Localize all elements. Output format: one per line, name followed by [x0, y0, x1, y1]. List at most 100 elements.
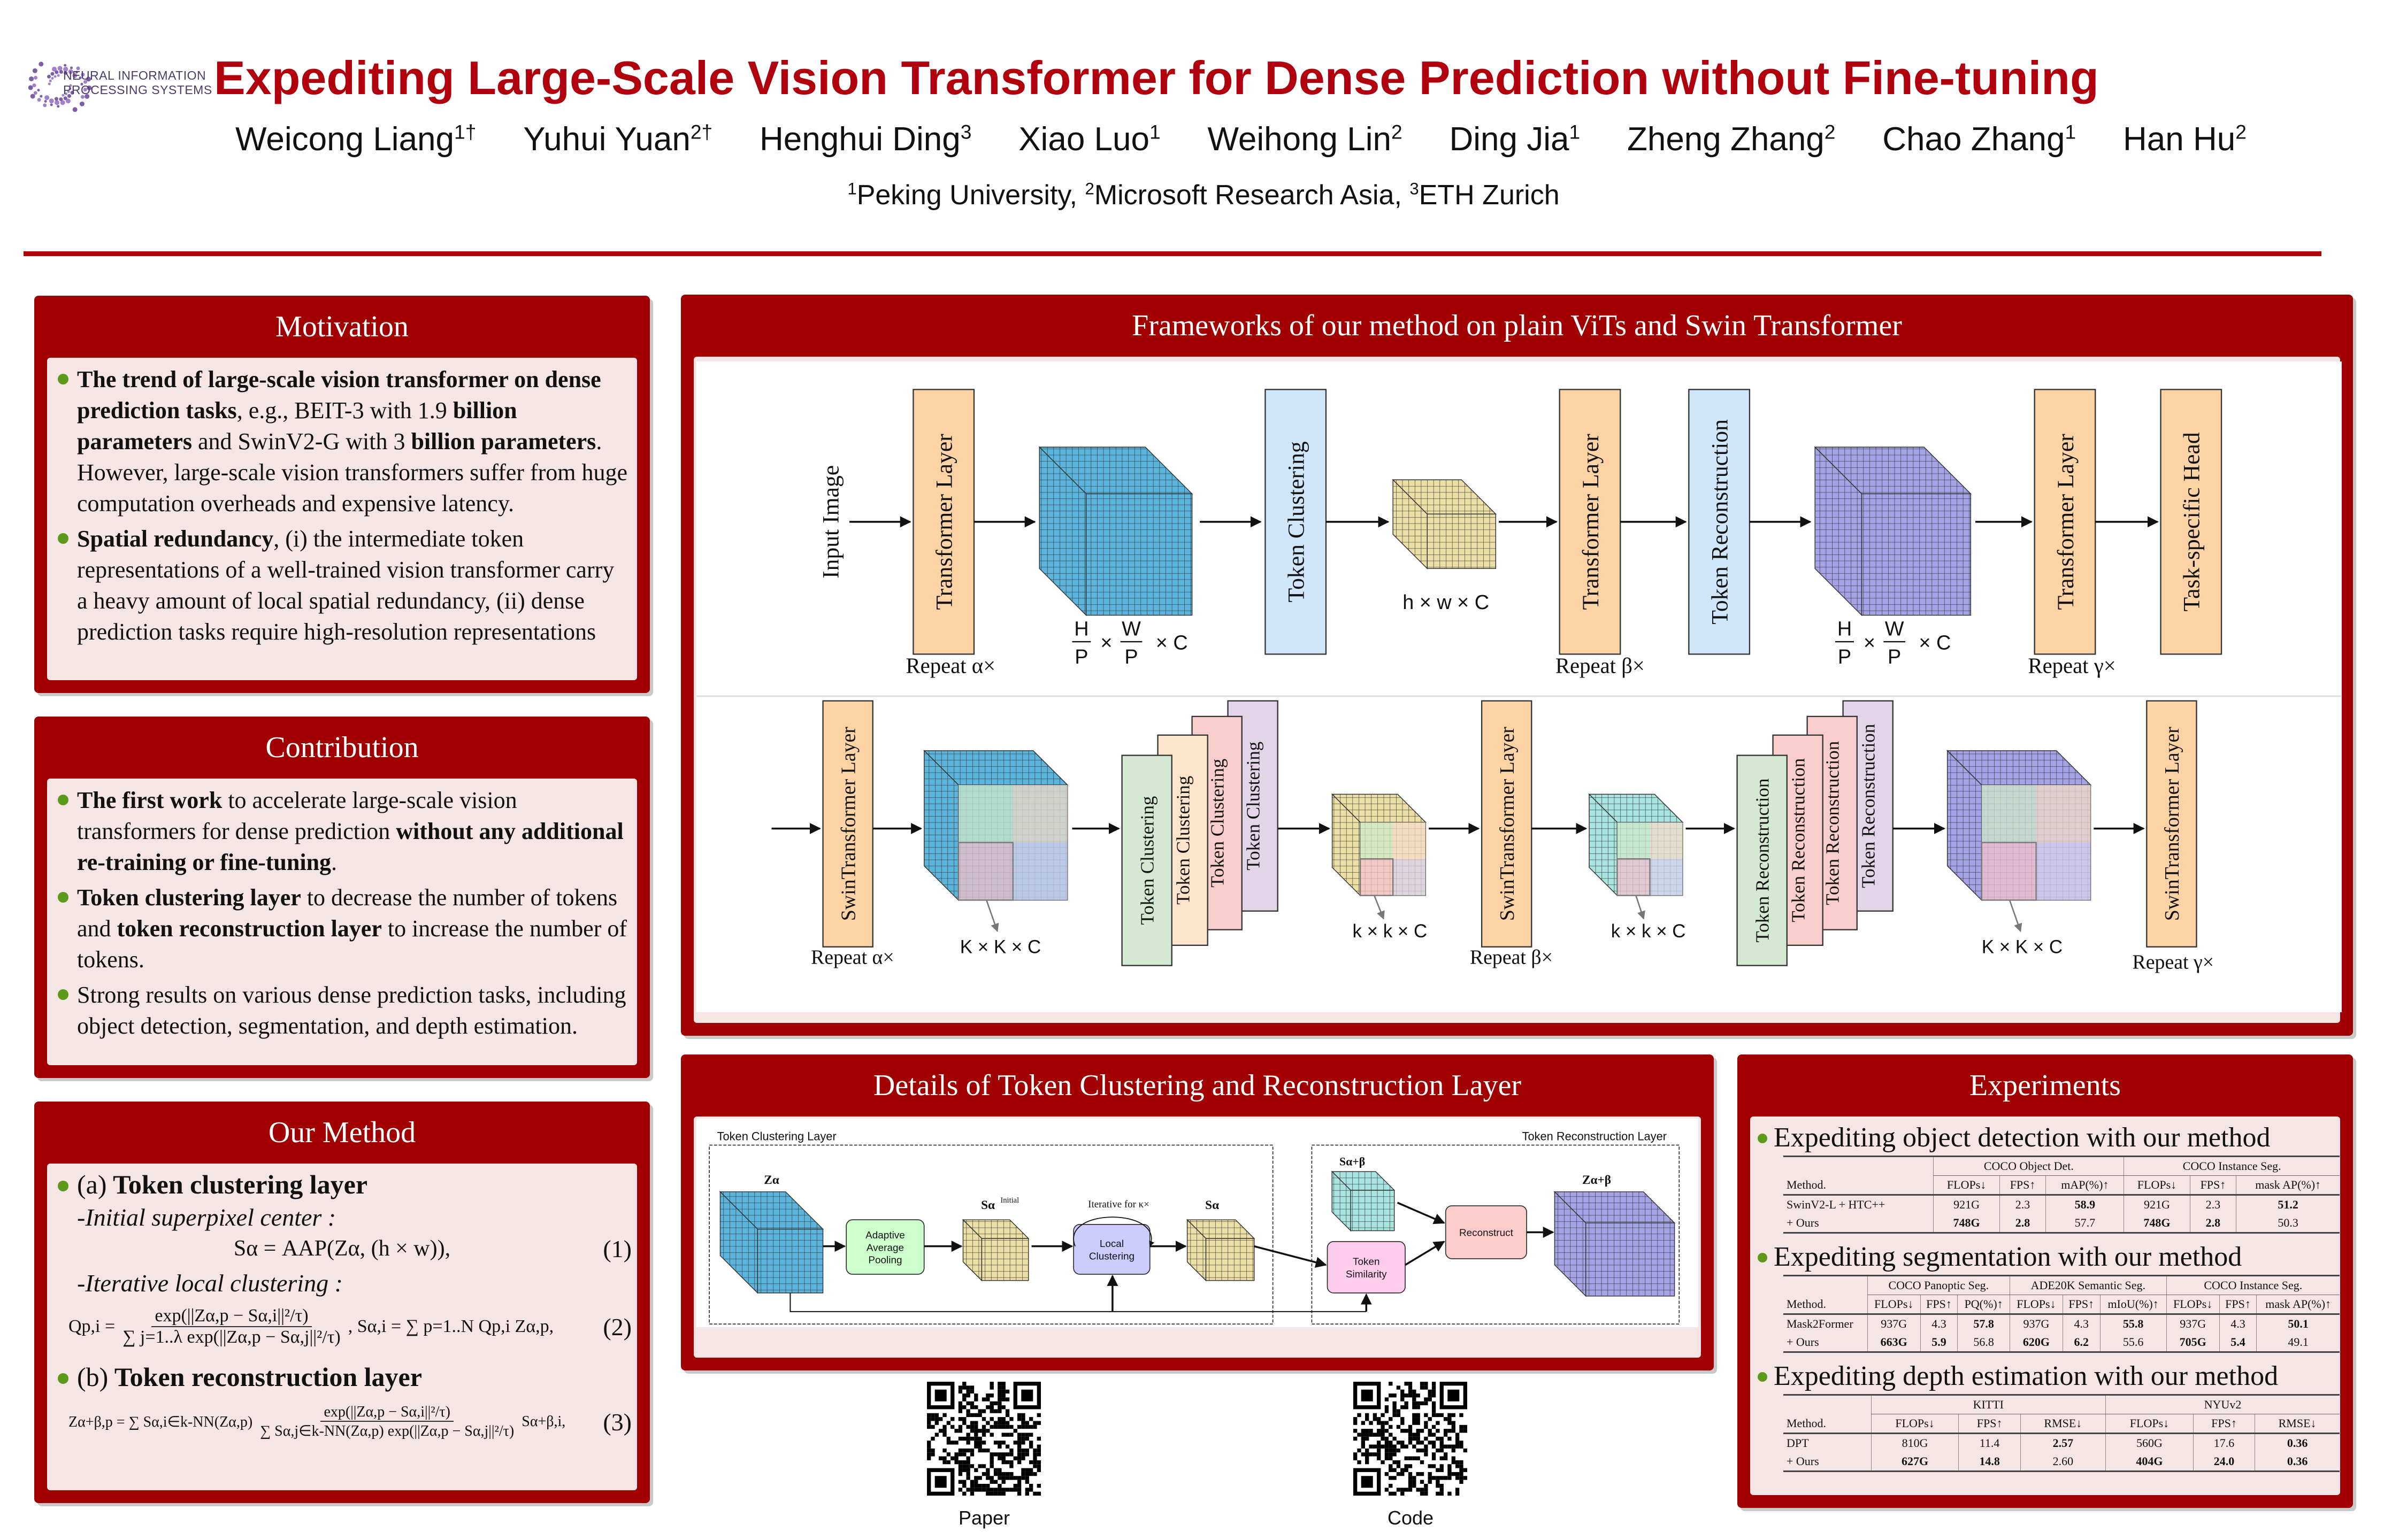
qr-module	[1033, 1491, 1037, 1496]
qr-module	[934, 1433, 939, 1437]
qr-module	[962, 1417, 967, 1421]
logo-dot	[44, 95, 50, 101]
qr-module	[1009, 1433, 1014, 1437]
qr-module	[998, 1382, 1002, 1386]
qr-module	[1365, 1429, 1369, 1433]
table-cell: 0.36	[2255, 1452, 2340, 1472]
experiment-heading: Expediting segmentation with our method	[1758, 1241, 2340, 1273]
qr-module	[1392, 1491, 1397, 1496]
column-header: Method.	[1783, 1175, 1934, 1196]
qr-module	[978, 1441, 982, 1445]
logo-dot	[87, 85, 92, 90]
label: (a)	[77, 1169, 107, 1199]
qr-module	[1389, 1393, 1393, 1398]
dim-times: ×	[1864, 632, 1875, 654]
author-name: Han Hu	[2123, 121, 2236, 158]
qr-module	[1451, 1421, 1455, 1425]
qr-module	[1377, 1417, 1381, 1421]
qr-module	[1037, 1448, 1041, 1453]
qr-module	[1017, 1480, 1022, 1484]
numerator: exp(||Zα,p − Sα,i||²/τ)	[320, 1404, 454, 1422]
arrow	[1405, 1241, 1445, 1266]
qr-module	[1424, 1491, 1428, 1496]
qr-module	[927, 1413, 931, 1418]
dim-label: k × k × C	[1352, 921, 1427, 942]
qr-module	[1404, 1405, 1408, 1410]
qr-module	[1025, 1488, 1029, 1492]
qr-module	[978, 1409, 982, 1413]
header-divider	[24, 251, 2321, 256]
qr-module	[1017, 1448, 1022, 1453]
box-shape	[2146, 700, 2197, 948]
qr-module	[1005, 1488, 1010, 1492]
table-cell: 17.6	[2193, 1433, 2255, 1452]
bullet-item: Token clustering layer to decrease the n…	[58, 882, 630, 975]
author-name: Zheng Zhang	[1627, 121, 1825, 158]
qr-module	[998, 1472, 1002, 1476]
emphasis-text: Token clustering layer	[77, 884, 301, 911]
qr-module	[1025, 1491, 1029, 1496]
column-header: FLOPs↓	[2124, 1175, 2190, 1196]
cluster-region	[2036, 784, 2091, 843]
box-shape	[822, 700, 873, 948]
qr-module	[1428, 1441, 1432, 1445]
author: Yuhui Yuan2†	[523, 120, 712, 158]
logo-dot	[67, 90, 70, 93]
affiliations: 1Peking University, 2Microsoft Research …	[0, 179, 2407, 211]
box-label: Token Clustering	[1243, 742, 1263, 871]
qr-module	[1400, 1389, 1405, 1394]
qr-module	[978, 1429, 982, 1433]
affiliation-mark: 3	[1409, 179, 1419, 198]
qr-module	[1025, 1448, 1029, 1453]
qr-module	[1373, 1413, 1377, 1418]
logo-dot	[37, 98, 41, 102]
table-cell: 50.3	[2236, 1214, 2340, 1234]
qr-module	[978, 1483, 982, 1488]
table-cell: 748G	[1933, 1214, 2000, 1234]
qr-module	[1439, 1464, 1444, 1468]
qr-module	[966, 1464, 970, 1468]
logo-dot	[49, 79, 52, 82]
cluster-center-cube	[1186, 1219, 1255, 1282]
qr-module	[962, 1393, 967, 1398]
qr-module	[1017, 1413, 1022, 1418]
table-cell: 627G	[1871, 1452, 1959, 1472]
qr-module	[1420, 1480, 1424, 1484]
author-affiliation-mark: 2	[2235, 120, 2247, 143]
table-cell: 810G	[1871, 1433, 1959, 1452]
table-cell: 404G	[2105, 1452, 2194, 1472]
swin-layer-block: SwinTransformer Layer	[1481, 700, 1532, 948]
dim-denominator: P	[1838, 646, 1851, 668]
column-header: Method.	[1783, 1414, 1872, 1434]
qr-module	[982, 1472, 986, 1476]
panel-title: Our Method	[268, 1116, 416, 1149]
qr-module	[1424, 1452, 1428, 1457]
qr-module	[1017, 1476, 1022, 1480]
qr-module	[1451, 1424, 1455, 1429]
qr-module	[1021, 1413, 1025, 1418]
logo-dot	[51, 76, 54, 80]
qr-module	[1412, 1413, 1416, 1418]
code-qr-code[interactable]	[1353, 1382, 1467, 1496]
affiliation-mark: 1	[847, 179, 857, 198]
s-alpha-beta-label: Sα+β	[1339, 1155, 1365, 1168]
qr-module	[958, 1405, 963, 1410]
logo-dot	[30, 94, 35, 99]
method-b-heading: (b) Token reconstruction layer	[58, 1361, 637, 1392]
qr-module	[1443, 1456, 1448, 1460]
table-cell: 50.1	[2256, 1314, 2340, 1333]
logo-dot	[55, 70, 59, 74]
qr-module	[1428, 1393, 1432, 1398]
qr-module	[1025, 1480, 1029, 1484]
qr-module	[1384, 1456, 1389, 1460]
qr-module	[1416, 1421, 1420, 1425]
iterative-clustering-label: -Iterative local clustering :	[77, 1269, 343, 1297]
qr-module	[966, 1488, 970, 1492]
qr-module	[1033, 1464, 1037, 1468]
paper-qr-code[interactable]	[927, 1382, 1041, 1496]
qr-module	[1389, 1448, 1393, 1453]
qr-module	[1384, 1397, 1389, 1402]
